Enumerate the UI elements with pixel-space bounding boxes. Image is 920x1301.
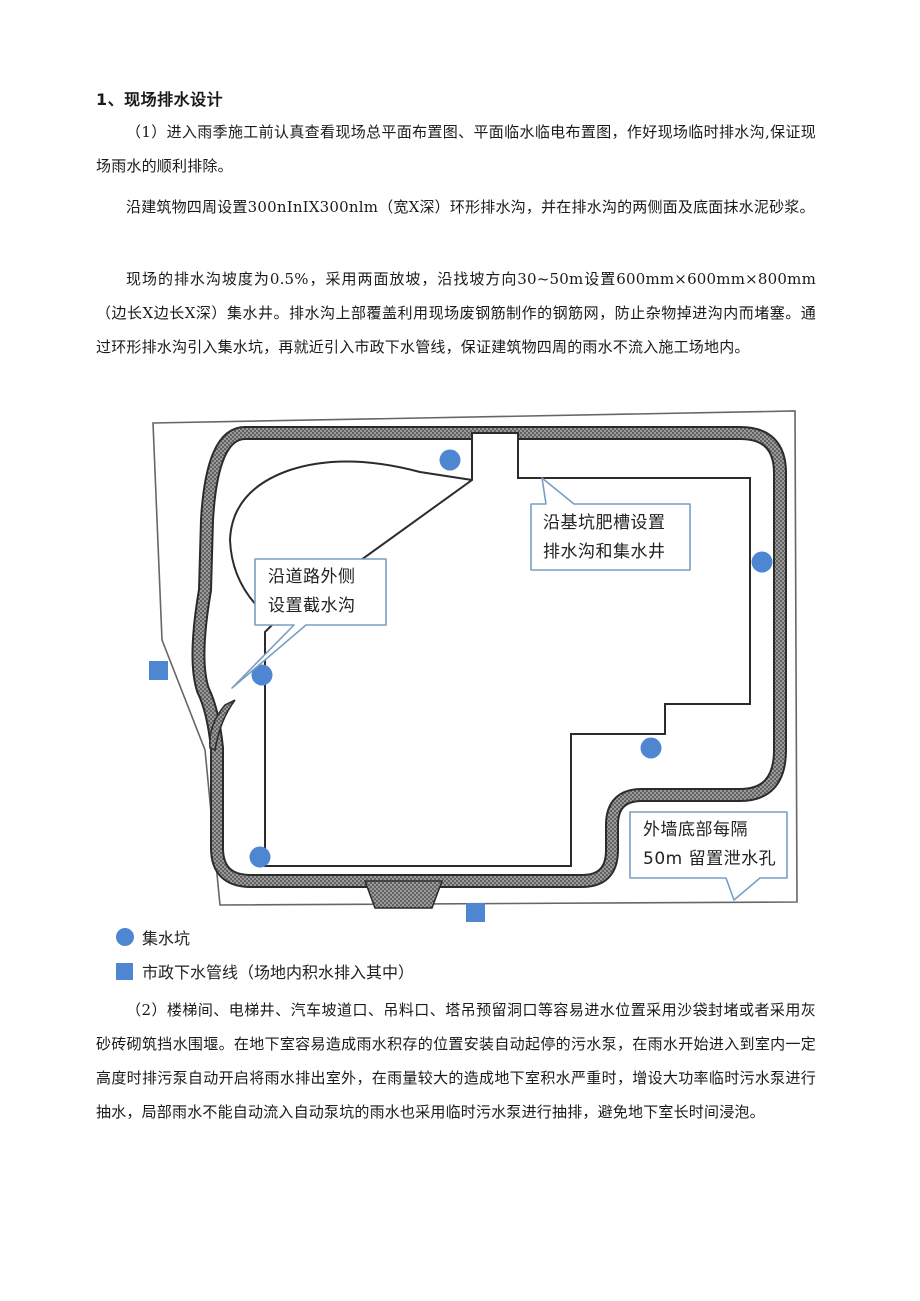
callout-line: 沿道路外侧 — [268, 567, 356, 587]
paragraph-2: 沿建筑物四周设置300nInIX300nlm（宽X深）环形排水沟，并在排水沟的两… — [126, 198, 815, 216]
callout-box-left — [231, 558, 387, 689]
road-intercepting-ditch — [209, 699, 236, 752]
callout-line: 沿基坑肥槽设置 — [543, 513, 666, 533]
callout-pit-ditch: 沿基坑肥槽设置 排水沟和集水井 — [543, 509, 666, 567]
sump-pit-legend-icon — [116, 928, 134, 946]
legend-label: 集水坑 — [142, 929, 191, 948]
callout-line: 排水沟和集水井 — [543, 542, 666, 562]
paragraph-4: （2）楼梯间、电梯井、汽车坡道口、吊料口、塔吊预留洞口等容易进水位置采用沙袋封堵… — [96, 1001, 816, 1121]
callout-weep-holes: 外墙底部每隔 50m 留置泄水孔 — [643, 816, 776, 874]
callout-line: 外墙底部每隔 — [643, 820, 748, 840]
callout-line: 设置截水沟 — [268, 596, 356, 616]
outfall-junction — [363, 880, 444, 909]
building-outline — [264, 432, 751, 867]
sewer-legend-icon — [116, 962, 133, 980]
paragraph-1: （1）进入雨季施工前认真查看现场总平面布置图、平面临水临电布置图，作好现场临时排… — [96, 123, 816, 175]
inner-curved-road — [228, 460, 473, 623]
ring-drainage-ditch — [191, 426, 787, 888]
sump-pit-marker — [439, 449, 461, 471]
legend-sump-pit: 集水坑 — [116, 925, 190, 949]
municipal-sewer-marker — [149, 661, 168, 680]
sump-pit-marker — [249, 846, 271, 868]
callout-box-bottom — [629, 811, 788, 901]
sump-pit-marker — [751, 551, 773, 573]
legend-label: 市政下水管线（场地内积水排入其中） — [142, 963, 415, 982]
callout-box-right — [530, 477, 691, 571]
paragraph-3: 现场的排水沟坡度为0.5%，采用两面放坡，沿找坡方向30~50m设置600mm×… — [96, 270, 816, 356]
ring-drainage-ditch-fill — [193, 428, 785, 886]
section-heading: 1、现场排水设计 — [96, 90, 224, 109]
sump-pit-marker — [640, 737, 662, 759]
callout-line: 50m 留置泄水孔 — [643, 849, 777, 869]
callout-road-ditch: 沿道路外侧 设置截水沟 — [268, 563, 356, 621]
site-boundary — [152, 410, 798, 906]
municipal-sewer-marker — [466, 903, 485, 922]
legend-municipal-sewer: 市政下水管线（场地内积水排入其中） — [116, 959, 414, 983]
sump-pit-marker — [251, 664, 273, 686]
